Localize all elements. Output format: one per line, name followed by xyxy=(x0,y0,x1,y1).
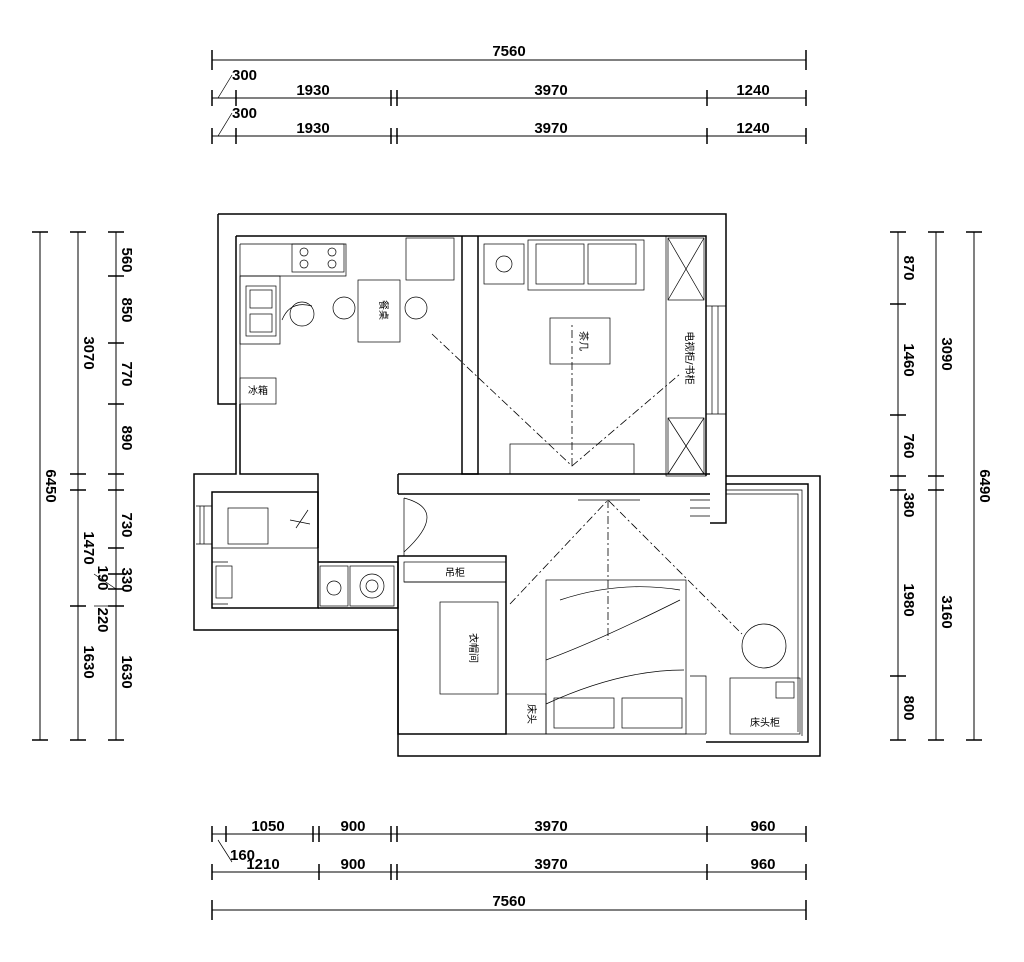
bedroom: 吊柜 衣帽间 床头 床头柜 xyxy=(403,497,801,735)
top-dimensions: 7560 300 1930 3970 1240 300 1930 3970 12… xyxy=(211,43,807,144)
chair-icon xyxy=(741,623,787,669)
washer-icon xyxy=(349,565,395,607)
dim-top-r1-1: 1930 xyxy=(296,82,329,99)
dim-right-total: 6490 xyxy=(976,469,993,502)
sink-icon xyxy=(245,285,277,337)
dim-left-in-4: 730 xyxy=(118,512,135,537)
dim-top-r2-2: 3970 xyxy=(534,120,567,137)
basin-icon xyxy=(215,565,233,599)
bedside-right-label: 床头柜 xyxy=(750,716,780,729)
bathroom xyxy=(215,507,395,607)
dim-right-in-1: 1460 xyxy=(900,343,917,376)
bed xyxy=(545,579,687,735)
bedside-label: 床头 xyxy=(525,704,538,724)
tv-bookcase: 电视柜/书柜 xyxy=(665,235,707,477)
dim-left-in-1: 850 xyxy=(118,297,135,322)
person-icon xyxy=(281,301,315,327)
dim-top-r1-3: 1240 xyxy=(736,82,769,99)
toilet-icon xyxy=(227,507,269,545)
dim-left-in-3: 890 xyxy=(118,425,135,450)
left-dimensions: 6450 3070 1470 1630 560 850 770 890 730 … xyxy=(32,231,135,741)
dim-right-mid-0: 3090 xyxy=(938,337,955,370)
dim-left-in-5: 330 xyxy=(118,567,135,592)
dim-top-r1-2: 3970 xyxy=(534,82,567,99)
dim-left-in-0: 560 xyxy=(118,247,135,272)
dim-bot-r1-2: 3970 xyxy=(534,818,567,835)
dim-bot-r2-2: 900 xyxy=(340,856,365,873)
bedside-left: 床头 xyxy=(505,693,547,735)
stove-icon xyxy=(291,243,345,273)
dining-table: 餐桌 xyxy=(332,279,428,343)
dim-left-in-6: 190 xyxy=(94,565,111,590)
dim-left-mid-1: 1470 xyxy=(80,531,97,564)
tv-cabinet-label: 电视柜/书柜 xyxy=(683,331,696,384)
sofa xyxy=(527,239,645,291)
wardrobe: 衣帽间 xyxy=(439,601,499,695)
dim-right-in-5: 800 xyxy=(900,695,917,720)
dim-top-r2-3: 1240 xyxy=(736,120,769,137)
dim-left-mid-2: 1630 xyxy=(80,645,97,678)
hatching xyxy=(690,499,710,517)
kitchen: 冰箱 餐桌 xyxy=(239,237,455,405)
dim-bot-r1-0: 1050 xyxy=(251,818,284,835)
dim-right-in-0: 870 xyxy=(900,255,917,280)
coffee-table: 茶几 xyxy=(549,317,611,365)
dim-top-r2-0: 300 xyxy=(232,105,257,122)
right-dimensions: 870 1460 760 380 1980 800 3090 3160 6490 xyxy=(890,231,993,741)
dim-bot-r1-3: 960 xyxy=(750,818,775,835)
dim-right-in-3: 380 xyxy=(900,492,917,517)
wardrobe-label: 衣帽间 xyxy=(467,633,480,663)
living-room: 茶几 电视柜/书柜 xyxy=(431,235,707,477)
dining-table-label: 餐桌 xyxy=(377,300,390,320)
wall-cabinet: 吊柜 xyxy=(403,561,507,583)
dim-bot-r1-1: 900 xyxy=(340,818,365,835)
side-table-icon xyxy=(483,243,525,285)
dim-left-total: 6450 xyxy=(42,469,59,502)
dim-left-in-8: 1630 xyxy=(118,655,135,688)
dim-left-in-2: 770 xyxy=(118,361,135,386)
dim-right-mid-1: 3160 xyxy=(938,595,955,628)
coffee-table-label: 茶几 xyxy=(577,331,590,351)
bottom-dimensions: 1050 900 3970 960 160 1210 900 3970 960 … xyxy=(211,818,807,920)
fridge-label: 冰箱 xyxy=(248,384,268,397)
bedside-right: 床头柜 xyxy=(729,677,801,735)
cabinet-unit xyxy=(405,237,455,281)
fridge-unit xyxy=(239,377,277,405)
dim-top-r2-1: 1930 xyxy=(296,120,329,137)
dim-left-in-7: 220 xyxy=(94,607,111,632)
dim-bot-r2-3: 3970 xyxy=(534,856,567,873)
dim-top-r1-0: 300 xyxy=(232,67,257,84)
dim-right-in-4: 1980 xyxy=(900,583,917,616)
dim-top-total: 7560 xyxy=(492,43,525,60)
dim-right-in-2: 760 xyxy=(900,433,917,458)
dim-bot-r2-4: 960 xyxy=(750,856,775,873)
dim-bot-r2-0: 160 xyxy=(230,847,255,864)
dim-bot-total: 7560 xyxy=(492,893,525,910)
dim-left-mid-0: 3070 xyxy=(80,336,97,369)
dim-bot-r2-1: 1210 xyxy=(246,856,279,873)
wardrobe-top-label: 吊柜 xyxy=(445,566,465,579)
walls xyxy=(193,213,821,757)
